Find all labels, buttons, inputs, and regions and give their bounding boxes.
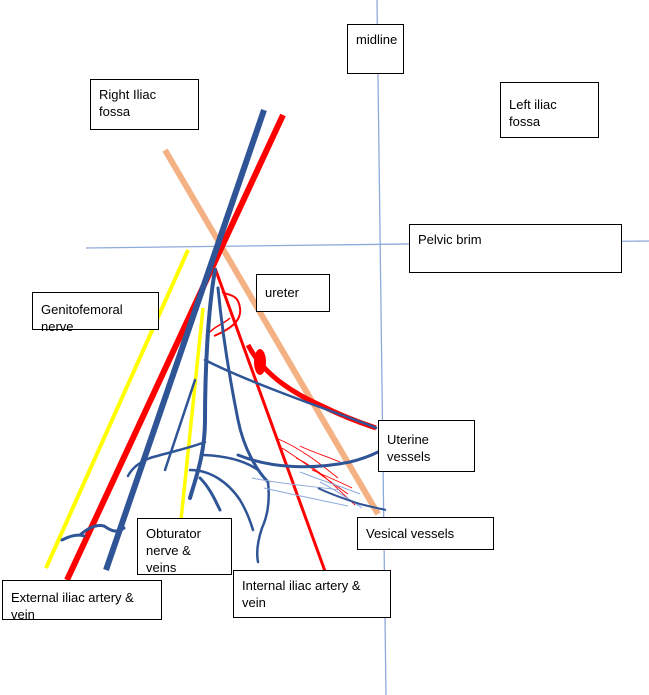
thin-venous-branches xyxy=(251,471,363,509)
internal-iliac-label: Internal iliac artery & vein xyxy=(233,570,391,618)
vesical-vessels-label: Vesical vessels xyxy=(357,517,494,550)
right-iliac-fossa-label: Right Iliac fossa xyxy=(90,79,199,130)
superior-vesical-branch xyxy=(213,291,242,337)
pelvic-brim-label: Pelvic brim xyxy=(409,224,622,273)
external-iliac-vein-line xyxy=(103,109,267,571)
genitofemoral-nerve-line xyxy=(44,249,190,569)
external-iliac-artery-line xyxy=(64,113,286,582)
left-iliac-fossa-label: Left iliac fossa xyxy=(500,82,599,138)
uterine-vessels-label: Uterine vessels xyxy=(378,420,475,472)
uterine-artery-bulge xyxy=(254,349,266,375)
obturator-nerve-line xyxy=(179,307,205,521)
external-iliac-label: External iliac artery & vein xyxy=(2,580,162,622)
vesical-vein xyxy=(317,487,387,511)
obturator-label: Obturator nerve & veins xyxy=(137,518,232,575)
ureter-line xyxy=(162,148,381,516)
midline-label: midline xyxy=(347,24,404,74)
internal-iliac-vein-tree xyxy=(60,268,380,564)
internal-iliac-artery-line xyxy=(213,267,332,586)
genitofemoral-nerve-label: Genitofemoral nerve xyxy=(32,292,159,334)
ureter-label: ureter xyxy=(256,274,330,312)
vesical-artery-twigs xyxy=(275,437,356,506)
